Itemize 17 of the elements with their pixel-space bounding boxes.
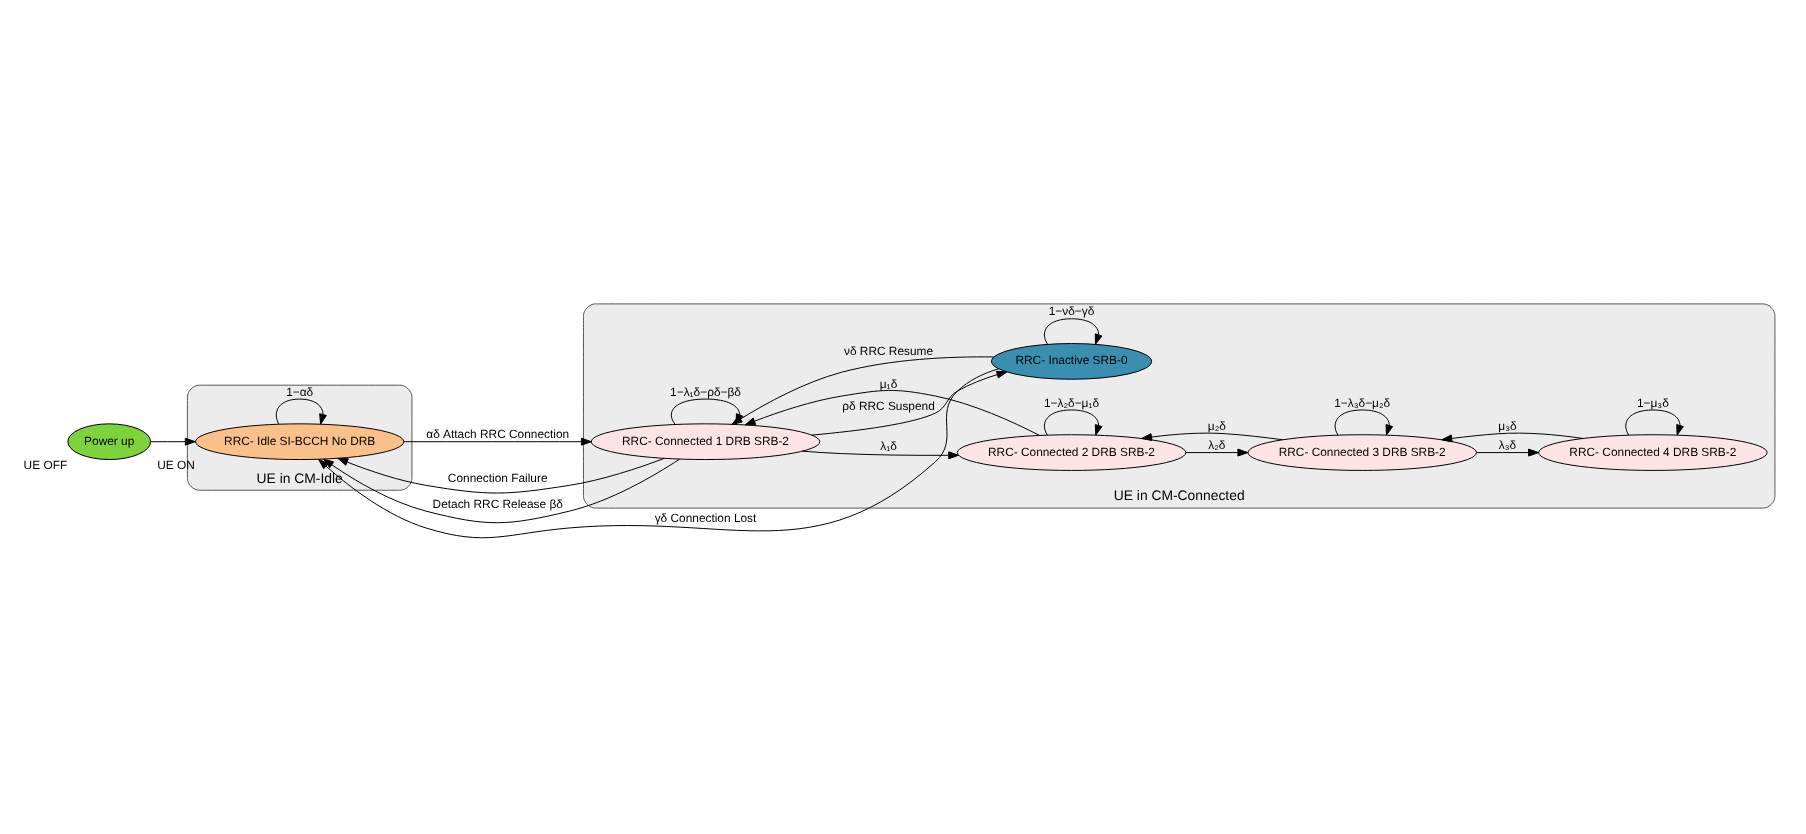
arrow [1141,432,1284,441]
arrow [337,457,665,494]
arrow [1334,409,1394,436]
arrow [811,370,1008,436]
arrow [1043,409,1103,436]
arrow [323,458,681,524]
arrow [275,398,327,425]
arrow [1625,409,1684,436]
arrow [1043,318,1103,345]
arrow [1476,448,1539,457]
arrow [1185,448,1249,457]
arrow [150,437,196,446]
arrow [403,437,592,446]
arrow [744,389,1040,436]
arrow [318,368,1000,539]
arrow [1441,432,1584,443]
arrow [801,450,960,460]
